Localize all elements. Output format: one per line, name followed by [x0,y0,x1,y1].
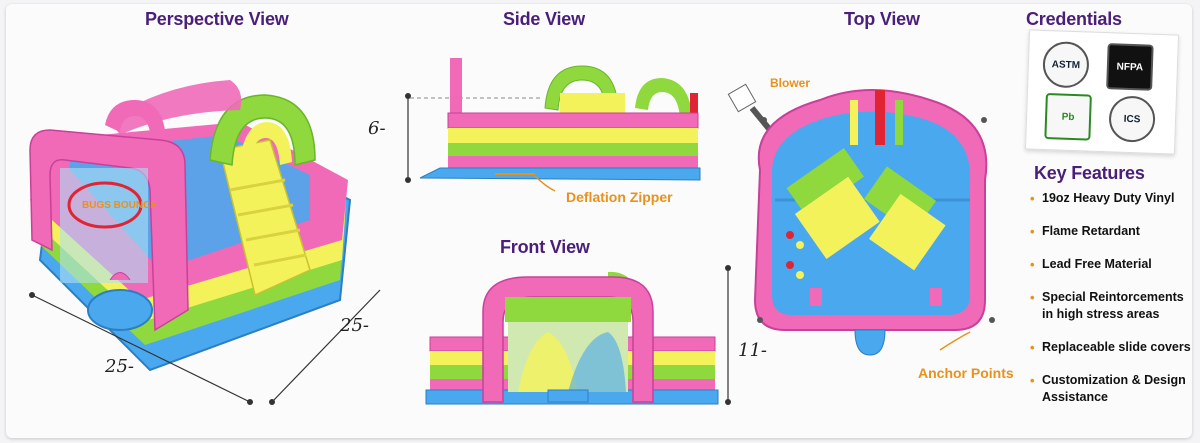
feature-text: 19oz Heavy Duty Vinyl [1042,191,1175,205]
feature-text: Replaceable slide covers [1042,340,1191,354]
length-dimension: 25- [105,356,134,377]
key-features-heading: Key Features [1034,163,1145,183]
perspective-view-illustration: BUGS BOUNCE [29,80,381,405]
bullet-icon: • [1030,224,1035,239]
astm-badge: ASTM [1042,40,1090,89]
feature-item: • Replaceable slide covers [1030,339,1195,356]
feature-item: • Special Reintorcements in high stress a… [1030,289,1195,323]
anchor-points-label: Anchor Points [918,365,1014,381]
feature-text: Customization & Design Assistance [1042,373,1186,404]
deflation-zipper-label: Deflation Zipper [566,189,673,205]
astm-badge-text: ASTM [1051,58,1081,71]
front-height-dimension: 11- [738,340,767,361]
side-view-illustration [405,58,701,192]
bullet-icon: • [1030,373,1035,388]
credentials-card: ASTM NFPA Pb ICS [1024,29,1180,155]
feature-item: • 19oz Heavy Duty Vinyl [1030,190,1195,207]
nfpa-badge: NFPA [1106,43,1154,91]
key-features-list: •19oz Heavy Duty Vinyl •Flame Retardant … [1030,190,1195,422]
ics-badge-text: ICS [1123,113,1141,125]
credentials-heading: Credentials [1026,9,1122,29]
feature-item: • Customization & Design Assistance [1030,372,1195,406]
bullet-icon: • [1030,191,1035,206]
sign-text: BUGS BOUNCE [82,200,157,211]
bullet-icon: • [1030,257,1035,272]
front-view-heading: Front View [500,237,590,257]
feature-item: • Flame Retardant [1030,223,1195,240]
front-view-illustration [425,265,731,405]
top-view-illustration [727,83,995,356]
lead-free-badge-text: Pb [1061,111,1075,123]
side-height-dimension: 6- [368,118,386,139]
feature-text: Special Reintorcements in high stress ar… [1042,290,1184,321]
perspective-view-heading: Perspective View [145,9,289,29]
feature-text: Flame Retardant [1042,224,1140,238]
blower-label: Blower [770,76,811,90]
side-view-heading: Side View [503,9,585,29]
lead-free-badge: Pb [1044,93,1092,141]
feature-item: • Lead Free Material [1030,256,1195,273]
width-dimension: 25- [340,315,369,336]
nfpa-badge-text: NFPA [1116,60,1144,73]
ics-badge: ICS [1108,95,1156,143]
bullet-icon: • [1030,340,1035,355]
feature-text: Lead Free Material [1042,257,1152,271]
top-view-heading: Top View [844,9,920,29]
bullet-icon: • [1030,290,1035,305]
